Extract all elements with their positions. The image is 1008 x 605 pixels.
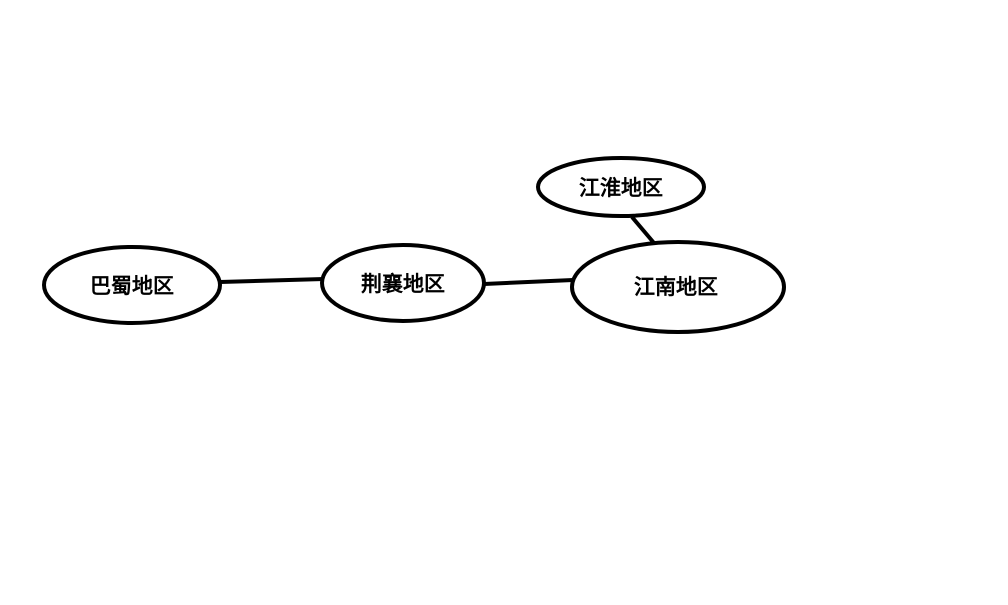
edge-jingxiang-jiangnan [483, 278, 574, 286]
node-label: 巴蜀地区 [90, 274, 174, 298]
node-label: 荆襄地区 [361, 272, 445, 296]
node-label: 江南地区 [634, 275, 718, 299]
node-jiangnan: 江南地区 [570, 240, 786, 334]
node-jianghuai: 江淮地区 [536, 156, 706, 218]
edge-jianghuai-jiangnan [630, 215, 656, 245]
node-jingxiang: 荆襄地区 [320, 243, 486, 323]
node-bashu: 巴蜀地区 [42, 245, 222, 325]
node-label: 江淮地区 [579, 176, 663, 200]
edge-bashu-jingxiang [219, 277, 325, 284]
